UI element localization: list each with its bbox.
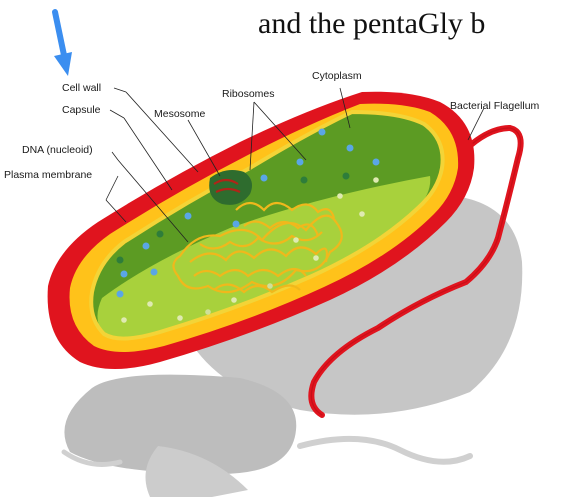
label-capsule: Capsule — [62, 104, 101, 116]
page-heading: and the pentaGly b — [258, 6, 566, 50]
arrow-down-icon — [54, 12, 72, 76]
label-cytoplasm: Cytoplasm — [312, 70, 362, 82]
label-ribosomes: Ribosomes — [222, 88, 275, 100]
label-cell-wall: Cell wall — [62, 82, 101, 94]
label-plasma-membrane: Plasma membrane — [4, 169, 92, 181]
label-flagellum: Bacterial Flagellum — [450, 100, 540, 112]
label-dna: DNA (nucleoid) — [22, 144, 93, 156]
label-mesosome: Mesosome — [154, 108, 206, 120]
shadow-flagellum — [300, 439, 470, 462]
